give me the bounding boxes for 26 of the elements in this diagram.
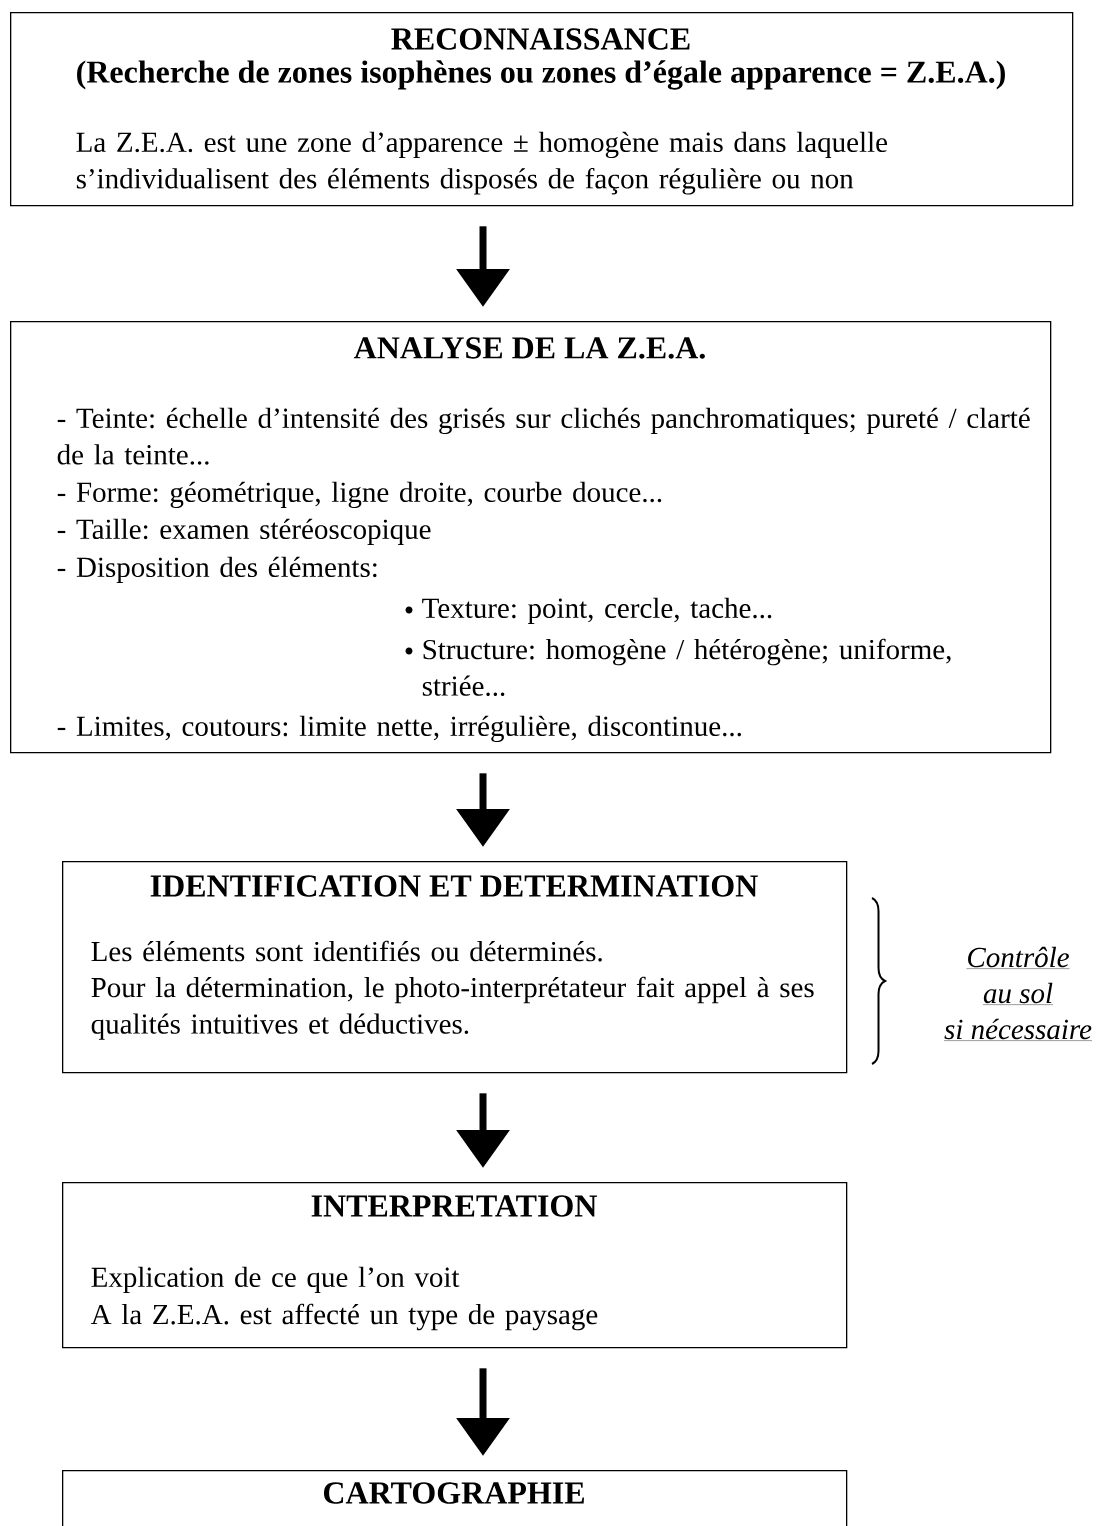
box-heading: CARTOGRAPHIE: [323, 1482, 584, 1504]
box-text: - Limites, coutours: limite nette, irrégulière, discontinue...: [57, 715, 741, 743]
box-text: - Teinte: échelle d’intensité des grisés sur clichés panchromatiques; pureté / clarté de la teinte...: [57, 407, 1030, 465]
box-text: - Taille: examen stéréoscopique: [57, 518, 431, 545]
box-text: Les éléments sont identifiés ou déterminés.: [91, 940, 602, 962]
bullet-item: Structure: homogène / hétérogène; uniforme, striée...: [405, 638, 951, 696]
process-box: [62, 1182, 848, 1349]
process-box: [62, 861, 848, 1074]
box-heading: (Recherche de zones isophènes ou zones d’égale apparence = Z.E.A.): [77, 60, 1005, 90]
box-heading: RECONNAISSANCE: [391, 28, 690, 50]
side-note: si nécessaire: [943, 1018, 1093, 1041]
box-heading: INTERPRETATION: [311, 1195, 597, 1217]
process-box: [10, 12, 1074, 207]
process-box: [62, 1470, 848, 1526]
box-heading: ANALYSE DE LA Z.E.A.: [353, 337, 705, 359]
box-heading: IDENTIFICATION ET DETERMINATION: [150, 875, 758, 897]
box-text: - Disposition des éléments:: [57, 556, 377, 583]
bullet-item: Texture: point, cercle, tache...: [405, 597, 772, 624]
box-text: Explication de ce que l’on voit: [91, 1266, 460, 1293]
box-text: A la Z.E.A. est affecté un type de paysage: [90, 1303, 598, 1331]
side-note: au sol: [982, 982, 1054, 1005]
process-box: [10, 321, 1052, 754]
box-text: Pour la détermination, le photo-interprétateur fait appel à ses qualités intuitives et déductives.: [91, 976, 814, 1040]
box-text: La Z.E.A. est une zone d’apparence ± homogène mais dans laquelle s’individualisent des éléments disposés de façon régulière ou non: [76, 131, 887, 195]
box-text: - Forme: géométrique, ligne droite, courbe douce...: [57, 481, 662, 509]
side-note: Contrôle: [966, 946, 1070, 969]
